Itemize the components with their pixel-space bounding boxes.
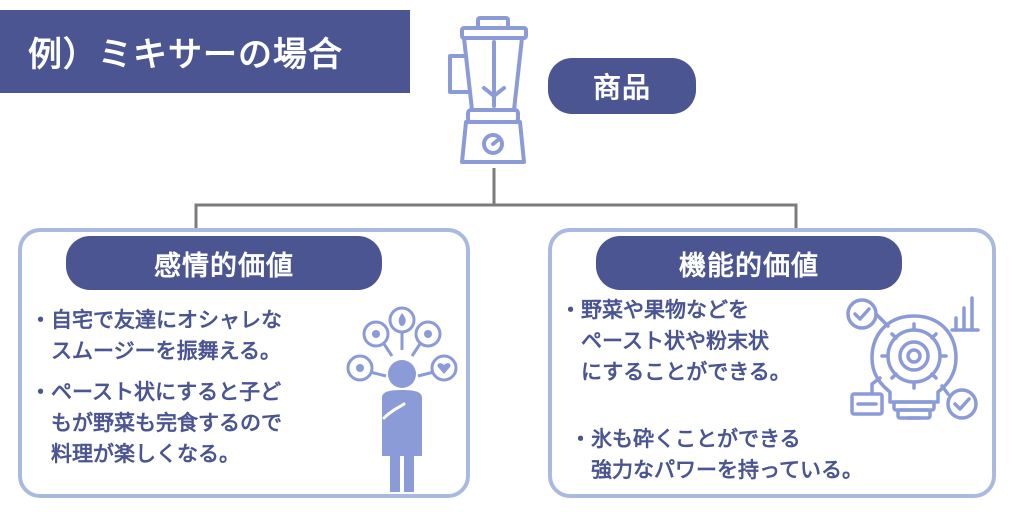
thinking-person-icon — [346, 306, 458, 492]
emotional-point-1: ・自宅で友達にオシャレな スムージーを振舞える。 — [30, 308, 282, 363]
functional-value-label: 機能的価値 — [596, 236, 902, 290]
emotional-value-label: 感情的価値 — [66, 236, 382, 290]
functional-point-1: ・野菜や果物などを ペースト状や粉末状 にすることができる。 — [560, 298, 791, 384]
blender-icon — [448, 16, 528, 164]
title-banner: 例）ミキサーの場合 — [0, 10, 410, 93]
functional-point-2: ・氷も砕くことができる 強力なパワーを持っている。 — [570, 427, 863, 482]
functional-gears-icon — [846, 296, 980, 420]
emotional-point-2: ・ペースト状にすると子ど もが野菜も完食するので 料理が楽しくなる。 — [30, 380, 282, 466]
product-label: 商品 — [548, 58, 696, 114]
